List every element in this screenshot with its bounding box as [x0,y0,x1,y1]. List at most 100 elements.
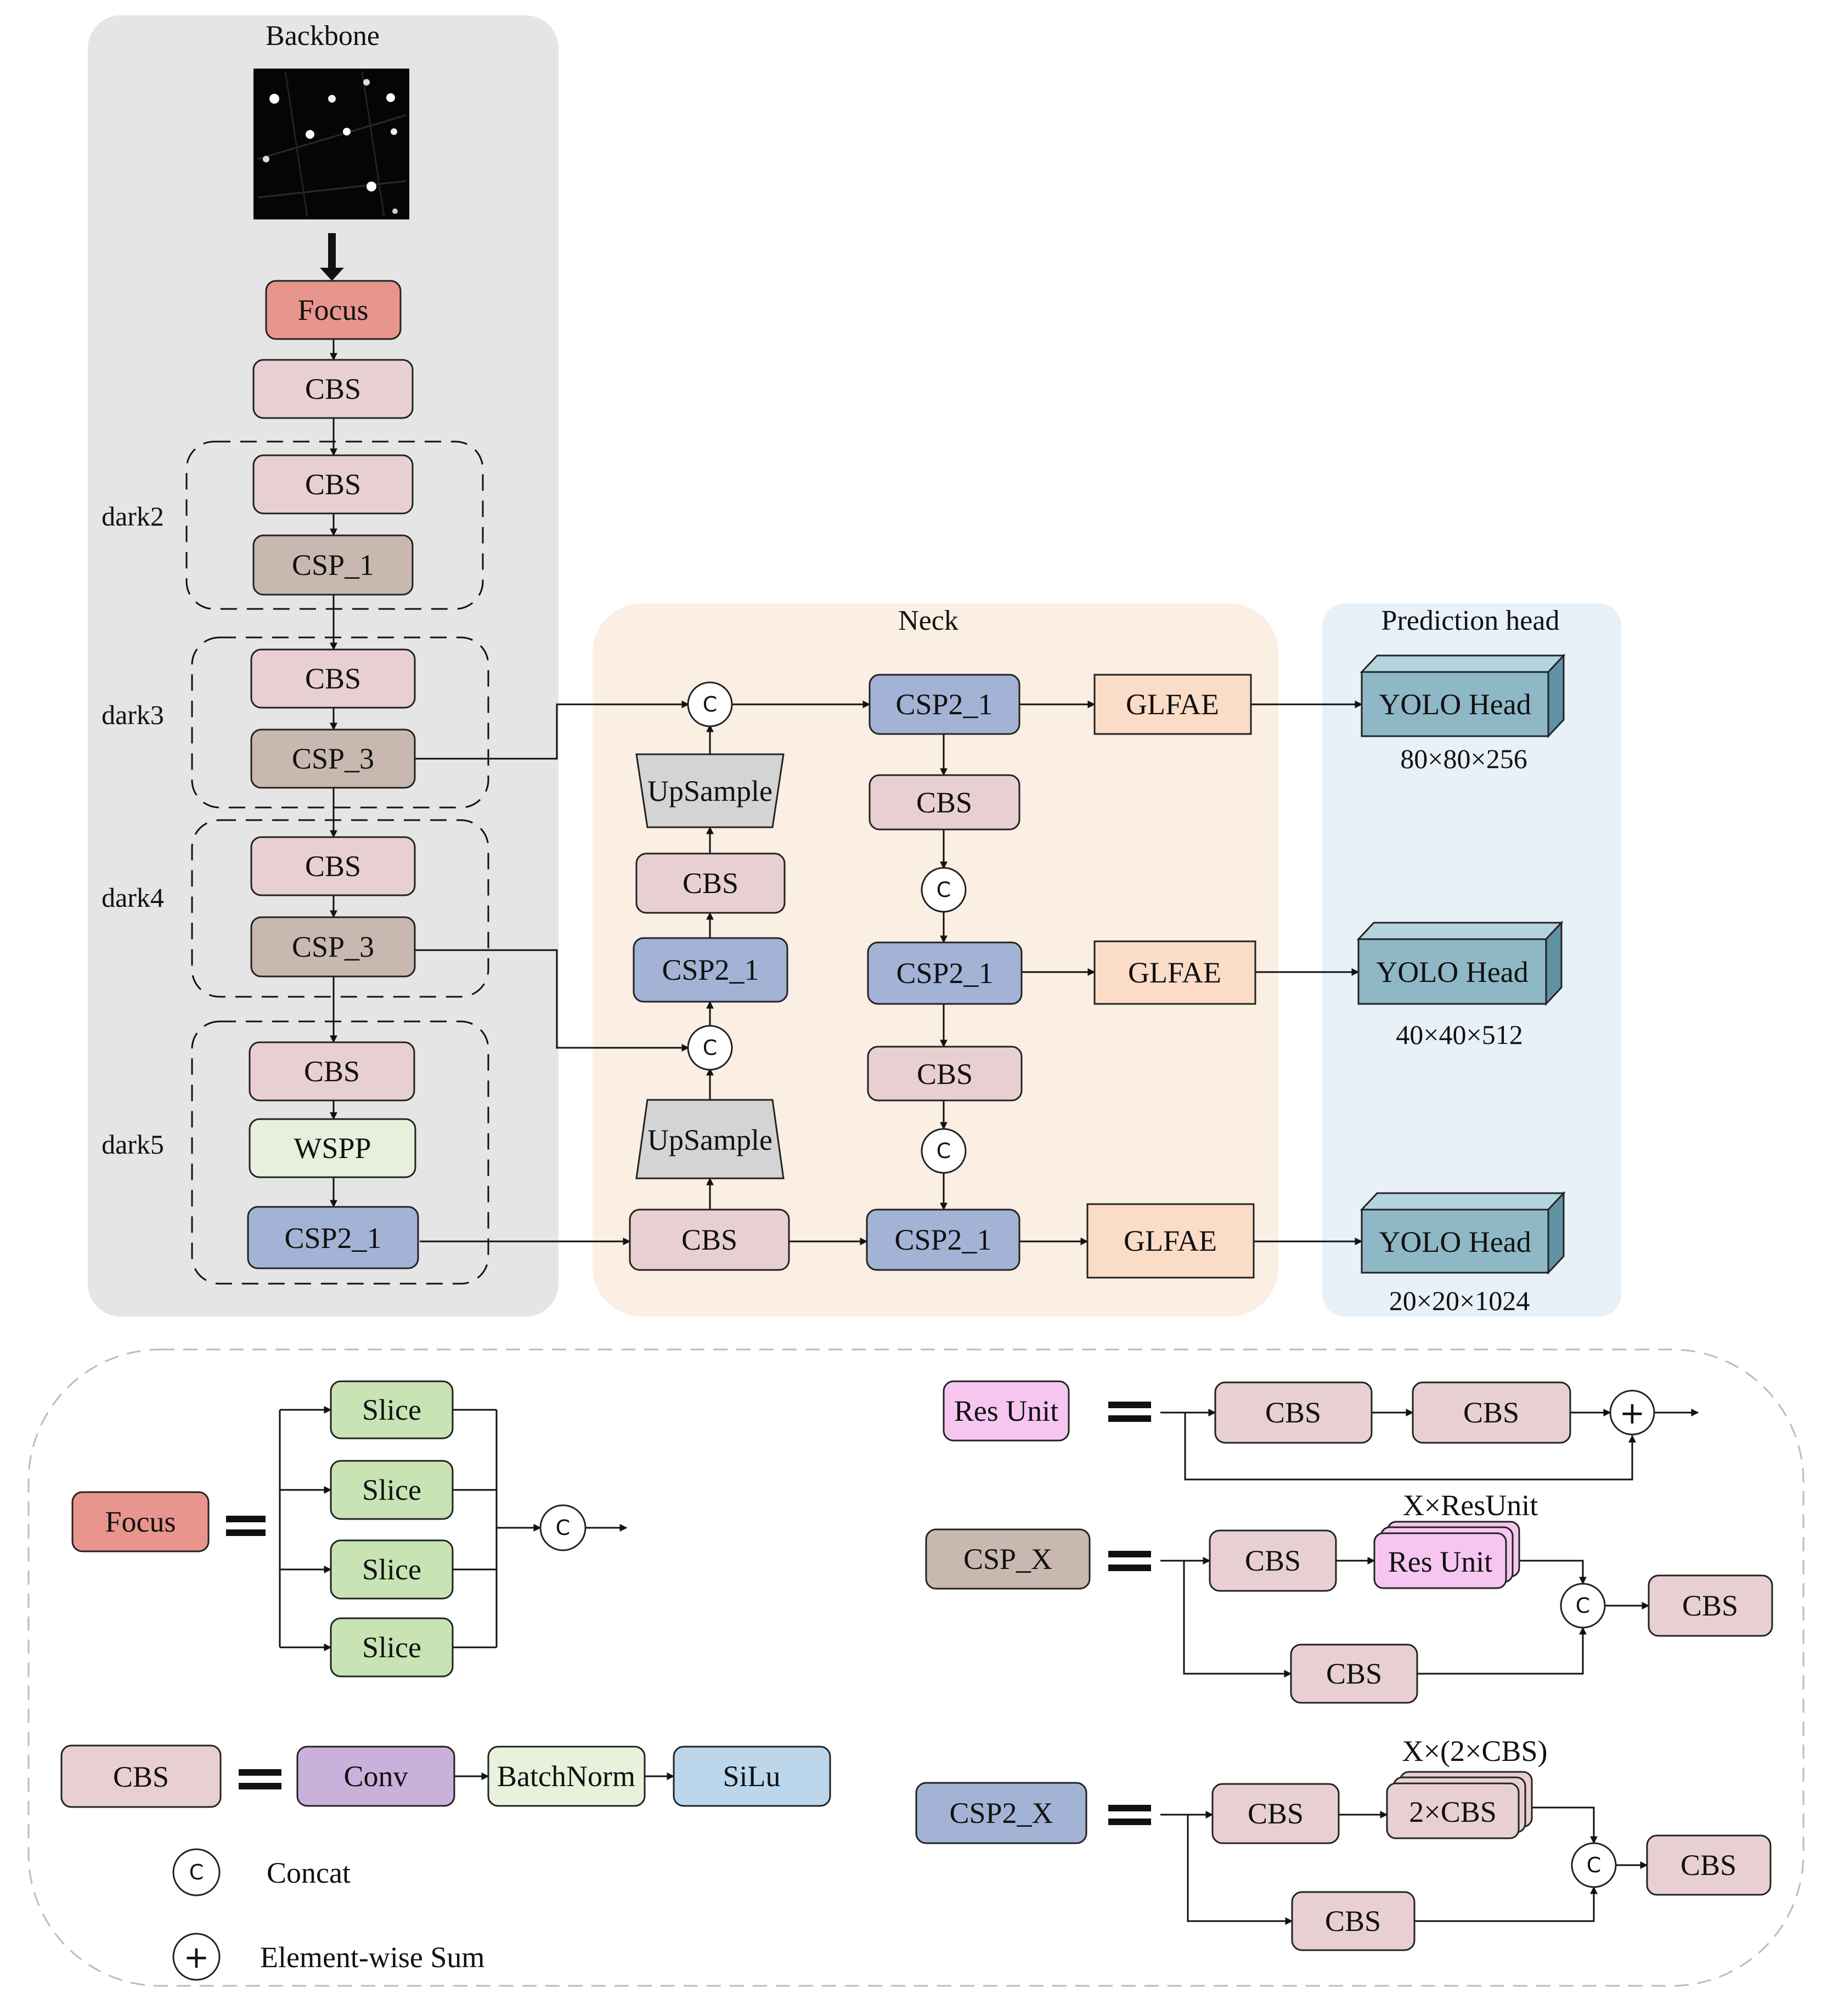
neck-cbs-right-2: CBS [867,1046,1023,1102]
head-dim-bottom: 20×20×1024 [1389,1285,1530,1316]
svg-text:CBS: CBS [681,1223,737,1256]
backbone-cbs-1: CBS [252,359,414,419]
dark4-group [191,819,489,998]
legend-resunit-lines [1160,1409,1699,1481]
neck-cbs-right-1: CBS [869,774,1020,831]
legend-cspx-cbs-out: CBS [1648,1574,1773,1637]
svg-text:Focus: Focus [297,293,368,326]
svg-text:CSP2_1: CSP2_1 [895,688,993,721]
legend-focus-equals [226,1516,266,1536]
neck-glfae-mid: GLFAE [1093,940,1256,1005]
legend-cspx-cbs-top: CBS [1209,1529,1337,1592]
legend-slice-2: Slice [330,1460,454,1520]
dark5-csp2-1: CSP2_1 [247,1206,419,1269]
dark4-cbs: CBS [250,836,416,896]
legend-panel [27,1348,1805,1987]
svg-text:CSP2_1: CSP2_1 [284,1222,381,1255]
legend-csp2x-cbs-bottom: CBS [1291,1891,1416,1951]
legend-focus-lines [279,1406,628,1651]
svg-text:Slice: Slice [362,1473,421,1506]
legend-concat-symbol: C [172,1848,221,1896]
svg-text:C: C [1576,1594,1591,1618]
dark3-group [191,636,489,809]
legend-cspx-equals [1108,1551,1151,1571]
svg-text:CBS: CBS [917,1058,973,1091]
dark5-wspp: WSPP [249,1118,416,1178]
neck-cbs-left-mid: CBS [635,852,786,914]
legend-resunit-cbs-2: CBS [1412,1381,1571,1444]
svg-text:C: C [703,1036,718,1060]
svg-text:Res Unit: Res Unit [954,1394,1059,1427]
legend-cspx-cbs-bottom: CBS [1290,1644,1418,1704]
legend-cspx-lines [1160,1557,1650,1678]
legend-csp2x-2cbs-stack: 2×CBS [1386,1771,1533,1839]
legend-cbs-left: CBS [60,1744,222,1808]
neck-upsample-top: UpSample [635,753,785,828]
svg-text:YOLO Head: YOLO Head [1379,1226,1531,1258]
svg-text:CBS: CBS [1245,1544,1301,1577]
svg-text:Res Unit: Res Unit [1388,1545,1493,1578]
svg-text:CSP2_X: CSP2_X [949,1797,1053,1829]
legend-silu: SiLu [673,1746,831,1807]
neck-csp2-1-top: CSP2_1 [869,674,1020,735]
svg-text:2×CBS: 2×CBS [1409,1795,1497,1828]
legend-resunit-sum: + [1609,1390,1655,1436]
svg-text:CBS: CBS [1325,1905,1381,1938]
svg-text:CBS: CBS [113,1760,169,1793]
neck-cbs-bottom-left: CBS [629,1209,790,1271]
input-image [253,69,409,219]
svg-text:CBS: CBS [305,662,361,695]
svg-text:Focus: Focus [105,1505,176,1538]
neck-concat-mid-left: C [687,1025,733,1071]
neck-glfae-bottom: GLFAE [1086,1203,1255,1279]
svg-text:UpSample: UpSample [647,775,772,807]
legend-sum-label: Element-wise Sum [260,1941,484,1974]
legend-csp2x-lines [1160,1806,1648,1925]
dark2-label: dark2 [101,501,164,532]
legend-csp2x-cbs-top: CBS [1211,1783,1340,1844]
svg-text:GLFAE: GLFAE [1128,956,1221,989]
svg-text:UpSample: UpSample [647,1123,772,1156]
legend-slice-1: Slice [330,1380,454,1439]
svg-text:CBS: CBS [1682,1589,1738,1622]
head-dim-top: 80×80×256 [1400,743,1527,774]
dark4-csp3: CSP_3 [250,916,416,978]
dark3-csp3: CSP_3 [250,729,416,789]
svg-text:YOLO Head: YOLO Head [1376,956,1528,989]
dark3-label: dark3 [101,699,164,730]
input-arrowhead [320,268,344,281]
connectors [330,339,1363,1245]
legend-csp2x-left: CSP2_X [915,1782,1087,1844]
svg-text:C: C [556,1516,571,1540]
dark3-cbs: CBS [250,648,416,709]
legend-csp2x-equals [1108,1805,1151,1825]
dark4-label: dark4 [101,882,164,913]
yolo-head-mid: YOLO Head [1356,921,1564,1006]
head-dim-mid: 40×40×512 [1396,1019,1522,1050]
legend-conv: Conv [296,1746,455,1807]
dark2-cbs: CBS [252,454,414,515]
neck-upsample-bottom: UpSample [635,1099,785,1179]
svg-text:CSP_3: CSP_3 [292,930,374,963]
backbone-title: Backbone [266,20,380,52]
svg-text:CBS: CBS [1463,1396,1519,1429]
svg-text:C: C [703,692,718,716]
svg-text:CBS: CBS [1265,1396,1321,1429]
svg-text:C: C [937,878,951,902]
legend-resunit-equals [1108,1402,1151,1422]
svg-text:GLFAE: GLFAE [1124,1224,1217,1257]
svg-text:Slice: Slice [362,1631,421,1664]
neck-csp2-1-bottom: CSP2_1 [866,1209,1020,1271]
dark5-cbs: CBS [249,1041,415,1102]
legend-csp2x-concat: C [1571,1842,1617,1888]
svg-text:CBS: CBS [305,850,361,883]
yolo-head-top: YOLO Head [1360,653,1566,738]
legend-cspx-left: CSP_X [925,1528,1091,1590]
svg-text:SiLu: SiLu [723,1760,780,1793]
svg-text:C: C [937,1139,951,1163]
svg-text:CBS: CBS [1681,1849,1736,1882]
svg-text:Slice: Slice [362,1553,421,1586]
svg-text:CBS: CBS [304,1055,360,1088]
svg-text:BatchNorm: BatchNorm [497,1760,635,1793]
